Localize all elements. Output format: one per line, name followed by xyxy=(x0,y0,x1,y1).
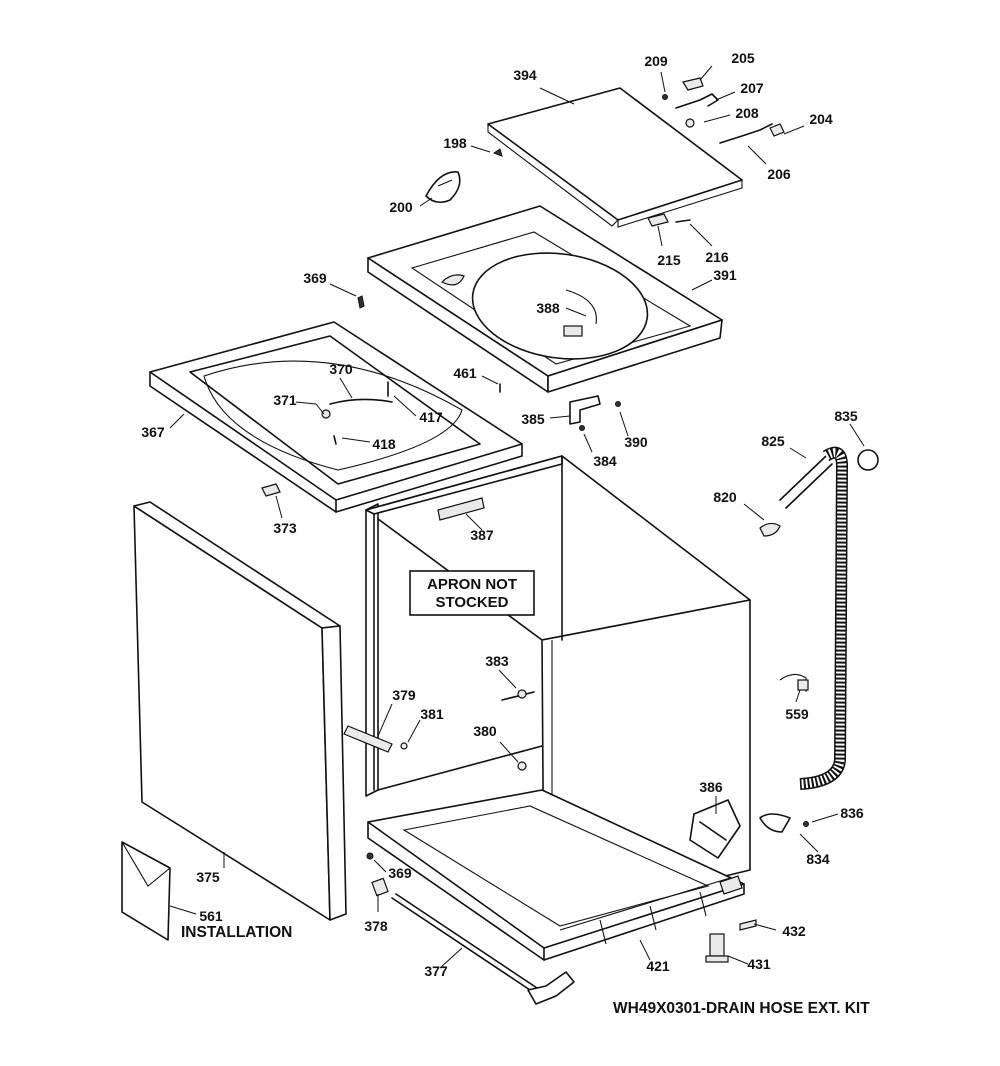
part-label-834: 834 xyxy=(806,851,830,867)
part-label-820: 820 xyxy=(713,489,737,505)
knob-drawing xyxy=(425,148,503,204)
part-label-371: 371 xyxy=(273,392,297,408)
base-hardware-drawing xyxy=(366,852,757,1005)
part-label-209: 209 xyxy=(644,53,668,69)
leader-lines xyxy=(169,65,865,969)
part-label-375: 375 xyxy=(196,869,220,885)
part-label-391: 391 xyxy=(713,267,737,283)
part-label-369-bottom: 369 xyxy=(388,865,412,881)
part-label-388: 388 xyxy=(536,300,560,316)
top-cover-drawing xyxy=(367,205,723,393)
part-label-370: 370 xyxy=(329,361,353,377)
part-label-206: 206 xyxy=(767,166,791,182)
apron-note-line-1: APRON NOT xyxy=(427,576,517,593)
drain-hose-kit-note: WH49X0301-DRAIN HOSE EXT. KIT xyxy=(613,1000,870,1017)
front-panel-drawing xyxy=(133,501,347,921)
part-label-559: 559 xyxy=(785,706,809,722)
part-label-386: 386 xyxy=(699,779,723,795)
part-label-380: 380 xyxy=(473,723,497,739)
installation-label: INSTALLATION xyxy=(181,924,292,941)
part-label-461: 461 xyxy=(453,365,477,381)
part-label-417: 417 xyxy=(419,409,443,425)
part-label-373: 373 xyxy=(273,520,297,536)
part-label-379: 379 xyxy=(392,687,416,703)
installation-envelope-drawing xyxy=(121,841,171,941)
part-label-216: 216 xyxy=(705,249,729,265)
part-label-835: 835 xyxy=(834,408,858,424)
part-label-369-top: 369 xyxy=(303,270,327,286)
part-labels: 394 209 205 207 208 204 206 198 200 215 … xyxy=(141,50,870,1017)
part-label-836: 836 xyxy=(840,805,864,821)
part-label-561: 561 xyxy=(199,908,223,924)
part-label-387: 387 xyxy=(470,527,494,543)
part-label-394: 394 xyxy=(513,67,537,83)
part-label-385: 385 xyxy=(521,411,545,427)
part-label-432: 432 xyxy=(782,923,806,939)
part-label-378: 378 xyxy=(364,918,388,934)
part-label-198: 198 xyxy=(443,135,467,151)
part-label-200: 200 xyxy=(389,199,413,215)
apron-note-box: APRON NOT STOCKED xyxy=(409,570,535,616)
part-label-381: 381 xyxy=(420,706,444,722)
part-label-204: 204 xyxy=(809,111,833,127)
top-lid-drawing xyxy=(487,87,743,228)
apron-note-line-2: STOCKED xyxy=(435,594,508,611)
part-label-377: 377 xyxy=(424,963,448,979)
part-label-390: 390 xyxy=(624,434,648,450)
part-label-418: 418 xyxy=(372,436,396,452)
part-label-825: 825 xyxy=(761,433,785,449)
part-label-215: 215 xyxy=(657,252,681,268)
part-label-431: 431 xyxy=(747,956,771,972)
bracket-drawing xyxy=(499,383,621,431)
base-drawing xyxy=(367,789,745,961)
part-label-208: 208 xyxy=(735,105,759,121)
part-label-367: 367 xyxy=(141,424,165,440)
part-label-207: 207 xyxy=(740,80,764,96)
drain-hose-drawing xyxy=(759,446,879,833)
top-frame-drawing xyxy=(149,295,523,513)
part-label-421: 421 xyxy=(646,958,670,974)
hinge-parts-drawing xyxy=(662,77,785,144)
part-label-384: 384 xyxy=(593,453,617,469)
part-label-205: 205 xyxy=(731,50,755,66)
part-label-383: 383 xyxy=(485,653,509,669)
latch-drawing xyxy=(647,213,691,227)
